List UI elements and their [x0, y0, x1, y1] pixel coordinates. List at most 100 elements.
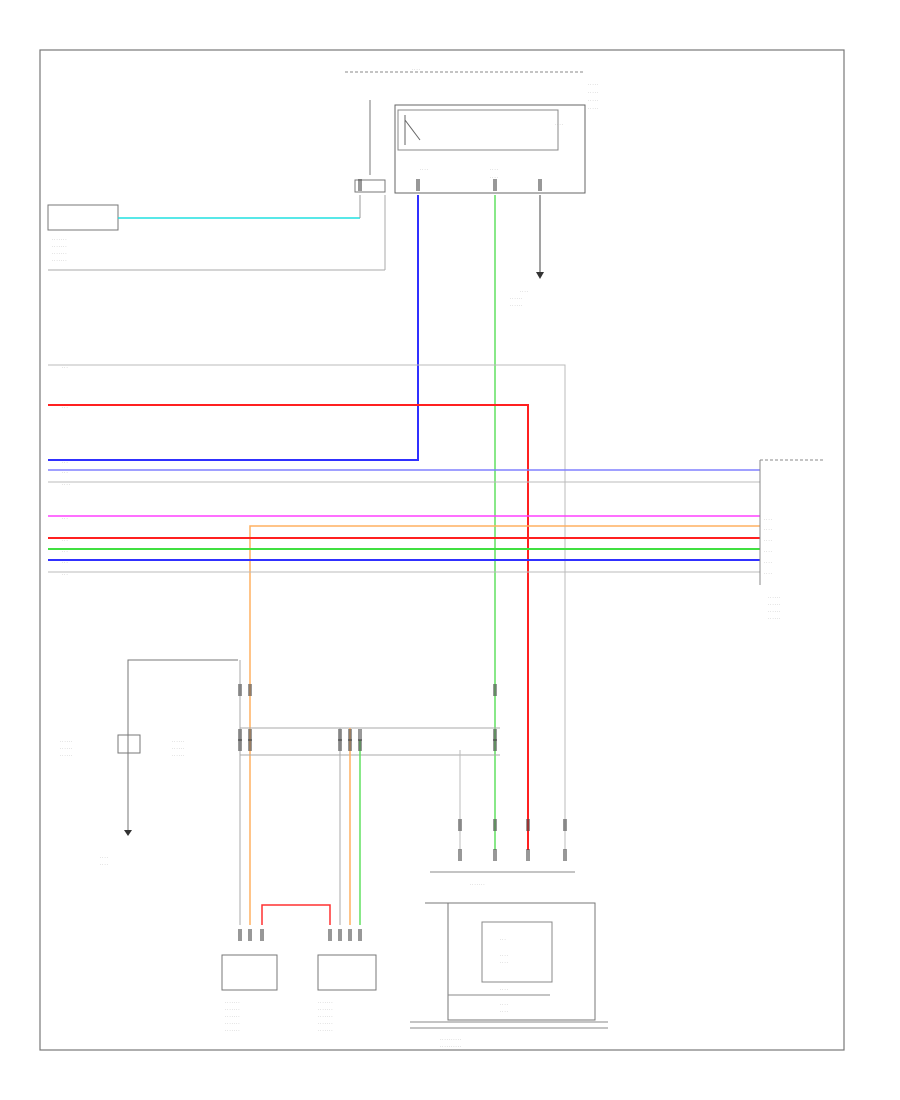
wire-red-main	[48, 404, 529, 850]
svg-text:. . . . . . .: . . . . . . .	[225, 1020, 239, 1025]
connector-pins	[238, 179, 567, 941]
connector-pin	[248, 929, 252, 941]
connector-pin	[238, 929, 242, 941]
svg-text:. . .: . . .	[62, 537, 68, 542]
connector-pin	[248, 684, 252, 696]
svg-text:. . .: . . .	[62, 548, 68, 553]
svg-text:. . . . . . .: . . . . . . .	[318, 1006, 332, 1011]
svg-text:. . . .: . . . .	[420, 166, 428, 171]
connector-pin	[260, 929, 264, 941]
wire-red-jumper	[261, 904, 331, 925]
left-switch-module: . . . . . . . . . . . . . . . . . . . . …	[47, 195, 386, 271]
connector-pin	[348, 729, 352, 741]
connector-pin	[238, 739, 242, 751]
connector-pin	[493, 849, 497, 861]
svg-text:. . . . . . . . . .: . . . . . . . . . .	[440, 1043, 461, 1048]
connector-pin	[526, 819, 530, 831]
connector-pin	[358, 729, 362, 741]
svg-text:. . .: . . .	[62, 571, 68, 576]
svg-text:. . . .: . . . .	[520, 288, 528, 293]
lower-middle-switch: . . . . . . . . . . . . . . . . . .	[172, 660, 500, 925]
wire-gray-top	[48, 364, 566, 850]
svg-text:. . . .: . . . .	[764, 526, 772, 531]
wire-blue-vertical	[48, 195, 419, 461]
connector-pin	[493, 684, 497, 696]
svg-text:. . . . . . .: . . . . . . .	[318, 1027, 332, 1032]
svg-text:. . . . . .: . . . . . .	[60, 752, 72, 757]
lower-right-module: . . . . . . . . . . . . . . . . . . . . …	[317, 954, 377, 1032]
lower-left-switch: . . . . . . . . . . . . . . . . . . . . …	[60, 659, 238, 866]
svg-text:. . . . . .: . . . . . .	[60, 738, 72, 743]
connector-pin	[493, 179, 497, 191]
connector-pin	[248, 729, 252, 741]
svg-text:. . .: . . .	[62, 515, 68, 520]
connector-pin	[493, 739, 497, 751]
connector-pin	[328, 929, 332, 941]
connector-pin	[458, 849, 462, 861]
svg-text:. . . .: . . . .	[412, 66, 420, 71]
svg-text:. . . .: . . . .	[100, 861, 108, 866]
svg-text:. . .: . . .	[62, 459, 68, 464]
connector-pin	[348, 739, 352, 751]
svg-text:. . . . . .: . . . . . .	[768, 608, 780, 613]
connector-pin	[358, 739, 362, 751]
svg-text:. . . . . .: . . . . . .	[768, 601, 780, 606]
svg-text:. . . .: . . . .	[490, 166, 498, 171]
svg-text:. . .: . . .	[500, 936, 506, 941]
connector-pin	[493, 819, 497, 831]
connector-pin	[526, 849, 530, 861]
svg-text:. . . .: . . . .	[500, 959, 508, 964]
connector-pin	[238, 729, 242, 741]
svg-text:. . .: . . .	[62, 559, 68, 564]
connector-pin	[458, 819, 462, 831]
svg-text:. . . . . . .: . . . . . . .	[225, 1013, 239, 1018]
svg-text:. . . . . .: . . . . . .	[510, 302, 522, 307]
svg-text:. . . . . . . . . .: . . . . . . . . . .	[440, 1036, 461, 1041]
svg-text:. . . . . .: . . . . . .	[510, 295, 522, 300]
ground-symbol-top: . . . . . . . . . . . . . . . .	[510, 195, 544, 307]
connector-pin	[358, 929, 362, 941]
svg-text:. . . . . . .: . . . . . . .	[225, 1027, 239, 1032]
svg-text:. . . .: . . . .	[764, 516, 772, 521]
svg-text:. . . .: . . . .	[500, 952, 508, 957]
lower-left-module: . . . . . . . . . . . . . . . . . . . . …	[221, 954, 278, 1032]
svg-text:. . . . . .: . . . . . .	[172, 752, 184, 757]
svg-text:. . . .: . . . .	[764, 537, 772, 542]
svg-text:. . . .: . . . .	[555, 121, 563, 126]
svg-text:. . . . .: . . . . .	[588, 105, 598, 110]
svg-text:. . . .: . . . .	[764, 559, 772, 564]
connector-pin	[338, 929, 342, 941]
svg-text:. . . .: . . . .	[500, 1008, 508, 1013]
svg-text:. . .: . . .	[62, 469, 68, 474]
connector-pin	[338, 729, 342, 741]
connector-pin	[358, 179, 362, 191]
svg-text:. . .: . . .	[62, 404, 68, 409]
svg-text:. . . . . . .: . . . . . . .	[470, 881, 484, 886]
svg-text:. . . . . . .: . . . . . . .	[225, 1006, 239, 1011]
svg-text:. . . . . . .: . . . . . . .	[225, 999, 239, 1004]
svg-text:. . . .: . . . .	[764, 570, 772, 575]
svg-text:. . . . . . .: . . . . . . .	[52, 250, 66, 255]
svg-text:. . . . .: . . . . .	[588, 81, 598, 86]
svg-text:. . . . . . .: . . . . . . .	[52, 236, 66, 241]
diagram-frame	[39, 49, 845, 1051]
right-connector: . . . . . . . . . . . . . . . . . . . . …	[759, 459, 825, 620]
svg-text:. . . . . .: . . . . . .	[768, 594, 780, 599]
connector-pin	[238, 684, 242, 696]
wire-orange	[249, 525, 760, 925]
svg-text:. . . . . .: . . . . . .	[172, 745, 184, 750]
svg-text:. . . . . . .: . . . . . . .	[52, 243, 66, 248]
bottom-control-unit: . . . . . . . . . . . . . . . . . . . . …	[410, 871, 608, 1048]
svg-text:. . . .: . . . .	[500, 986, 508, 991]
svg-text:. . . . .: . . . . .	[588, 97, 598, 102]
svg-text:. . . .: . . . .	[62, 481, 70, 486]
connector-pin	[248, 739, 252, 751]
svg-text:. . . .: . . . .	[100, 854, 108, 859]
svg-text:. . . . . .: . . . . . .	[768, 615, 780, 620]
svg-text:. . .: . . .	[62, 364, 68, 369]
connector-pin	[563, 849, 567, 861]
svg-text:. . . .: . . . .	[500, 1001, 508, 1006]
svg-text:. . . . . . .: . . . . . . .	[318, 1020, 332, 1025]
svg-text:. . . . . . .: . . . . . . .	[52, 257, 66, 262]
